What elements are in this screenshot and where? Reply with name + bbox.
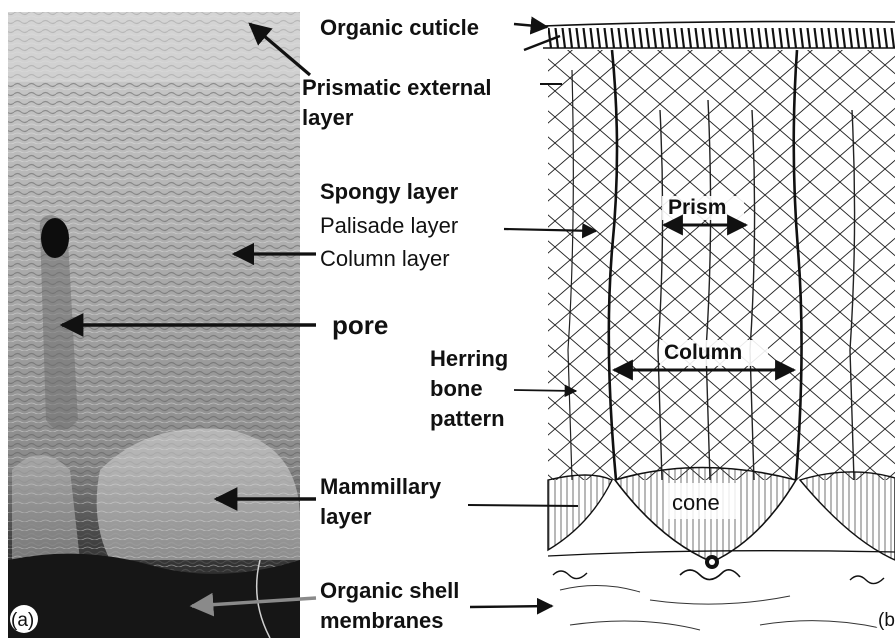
spongy-label: Spongy layer <box>320 179 459 204</box>
cone-label: cone <box>672 490 720 515</box>
palisade-label: Palisade layer <box>320 213 458 238</box>
prismatic-label-line1: Prismatic external <box>302 75 492 100</box>
mammillary-pointer-line <box>468 505 578 506</box>
pore-opening <box>41 218 69 258</box>
herring-label-line1: Herring <box>430 346 508 371</box>
herring-arrow <box>514 390 576 391</box>
membranes-label-line2: membranes <box>320 608 444 633</box>
mammillary-label-line1: Mammillary <box>320 474 442 499</box>
panel-b-label: (b <box>878 610 895 631</box>
herring-label-line3: pattern <box>430 406 505 431</box>
prism-label: Prism <box>668 196 726 219</box>
panel-a-label: (a) <box>11 610 34 631</box>
mammillary-label-line2: layer <box>320 504 372 529</box>
panel-b-schematic: cone Prism Column (b <box>543 18 895 638</box>
organic-cuticle-label: Organic cuticle <box>320 15 479 40</box>
prismatic-label-line2: layer <box>302 105 354 130</box>
membranes-arrow <box>470 606 552 607</box>
column-label: Column <box>664 341 742 364</box>
cuticle-hatch-band <box>548 28 895 48</box>
organic-cuticle-arrow <box>514 24 547 27</box>
herring-label-line2: bone <box>430 376 483 401</box>
pore-label: pore <box>332 310 388 340</box>
membranes-label-line1: Organic shell <box>320 578 459 603</box>
column-layer-label: Column layer <box>320 246 450 271</box>
